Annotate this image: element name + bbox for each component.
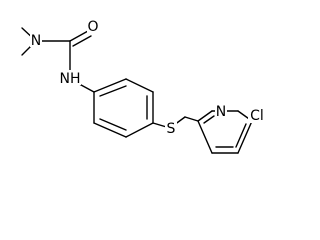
atom-nh-bg (59, 70, 81, 85)
molecule-diagram: O N NH S N Cl (21, 19, 266, 154)
atom-s-bg (165, 121, 177, 136)
atom-n-ring: N (216, 104, 226, 120)
bond-ring1-inner-a (99, 85, 127, 97)
bond-ring1-inner-c (99, 118, 127, 131)
atom-o-bg (87, 19, 99, 34)
bond-pyr-d (237, 120, 253, 154)
bond-ring1-b (125, 78, 154, 93)
atom-cl-bg (248, 108, 266, 123)
bond-pyr-a (197, 110, 213, 122)
bond-pyr-inner-b (235, 123, 247, 148)
bond-ring1-d (125, 122, 154, 138)
atom-cl: Cl (250, 108, 264, 124)
bond-carbonyl-double-b (72, 35, 92, 47)
bond-ring1-a (93, 78, 127, 93)
bond-ring1-e (93, 122, 127, 138)
atom-s: S (167, 121, 176, 137)
bond-carbonyl-double-a (69, 30, 89, 42)
atom-nh: NH (60, 71, 81, 87)
atom-n-ring-bg (215, 104, 227, 119)
atom-n-dimethyl: N (31, 33, 41, 49)
bond-pyr-inner-a (203, 115, 215, 124)
bond-ch2-pyridine (184, 116, 199, 122)
bond-pyr-f (197, 120, 213, 154)
atom-o: O (87, 19, 98, 35)
atom-n-dimethyl-bg (30, 32, 42, 47)
